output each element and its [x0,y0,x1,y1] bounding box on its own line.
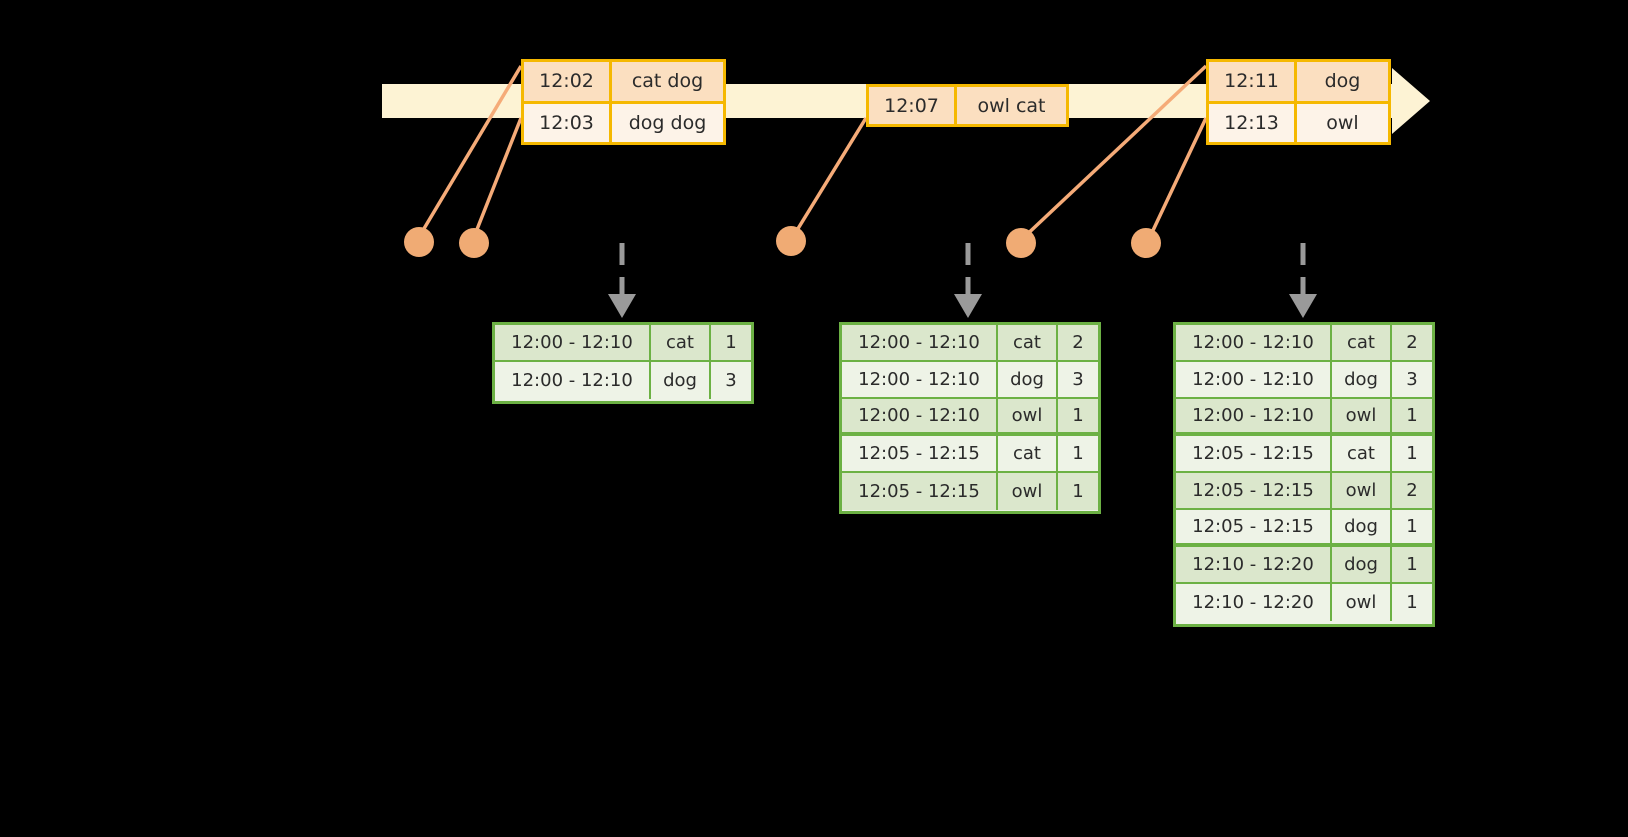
table-row[interactable]: 12:10 - 12:20 owl 1 [1176,584,1432,621]
connector-dot [459,228,489,258]
event-time: 12:13 [1209,103,1297,142]
window-cell: 12:00 - 12:10 [1176,362,1332,397]
result-table-2[interactable]: 12:00 - 12:10 cat 2 12:00 - 12:10 dog 3 … [839,322,1101,514]
count-cell: 1 [1058,436,1098,471]
word-cell: owl [1332,399,1392,432]
event-row[interactable]: 12:07 owl cat [869,87,1066,124]
count-cell: 2 [1392,325,1432,360]
window-cell: 12:00 - 12:10 [1176,325,1332,360]
word-cell: dog [998,362,1058,397]
count-cell: 2 [1058,325,1098,360]
window-cell: 12:10 - 12:20 [1176,584,1332,621]
count-cell: 1 [1392,510,1432,543]
table-row[interactable]: 12:05 - 12:15 cat 1 [1176,436,1432,473]
table-row[interactable]: 12:05 - 12:15 dog 1 [1176,510,1432,547]
event-time: 12:03 [524,103,612,142]
table-row[interactable]: 12:00 - 12:10 dog 3 [495,362,751,399]
table-row[interactable]: 12:05 - 12:15 cat 1 [842,436,1098,473]
word-cell: cat [998,325,1058,360]
word-cell: owl [998,399,1058,432]
event-row[interactable]: 12:02 cat dog [524,62,723,101]
word-cell: cat [1332,436,1392,471]
window-cell: 12:10 - 12:20 [1176,547,1332,582]
count-cell: 1 [711,325,751,360]
window-cell: 12:05 - 12:15 [1176,510,1332,543]
word-cell: dog [651,362,711,399]
event-time: 12:11 [1209,62,1297,101]
count-cell: 1 [1058,473,1098,510]
table-row[interactable]: 12:00 - 12:10 owl 1 [1176,399,1432,436]
word-cell: dog [1332,547,1392,582]
event-time: 12:02 [524,62,612,101]
connector-dot [1006,228,1036,258]
window-cell: 12:00 - 12:10 [495,362,651,399]
table-row[interactable]: 12:05 - 12:15 owl 2 [1176,473,1432,510]
event-words: cat dog [612,62,723,101]
connector-dot [776,226,806,256]
event-row[interactable]: 12:13 owl [1209,100,1388,142]
event-row[interactable]: 12:03 dog dog [524,100,723,142]
event-group-3[interactable]: 12:11 dog 12:13 owl [1206,59,1391,145]
window-cell: 12:00 - 12:10 [842,399,998,432]
table-row[interactable]: 12:00 - 12:10 cat 1 [495,325,751,362]
emit-arrows [619,243,1306,297]
window-cell: 12:00 - 12:10 [842,325,998,360]
count-cell: 3 [711,362,751,399]
window-cell: 12:05 - 12:15 [1176,473,1332,508]
event-row[interactable]: 12:11 dog [1209,62,1388,101]
window-cell: 12:00 - 12:10 [842,362,998,397]
table-row[interactable]: 12:00 - 12:10 cat 2 [1176,325,1432,362]
word-cell: cat [998,436,1058,471]
window-cell: 12:00 - 12:10 [1176,399,1332,432]
count-cell: 1 [1392,584,1432,621]
window-cell: 12:00 - 12:10 [495,325,651,360]
event-words: owl cat [957,87,1066,124]
table-row[interactable]: 12:10 - 12:20 dog 1 [1176,547,1432,584]
table-row[interactable]: 12:05 - 12:15 owl 1 [842,473,1098,510]
emit-arrowheads [608,294,1317,318]
count-cell: 1 [1392,399,1432,432]
word-cell: dog [1332,362,1392,397]
result-table-3[interactable]: 12:00 - 12:10 cat 2 12:00 - 12:10 dog 3 … [1173,322,1435,627]
table-row[interactable]: 12:00 - 12:10 dog 3 [1176,362,1432,399]
connector-dot [1131,228,1161,258]
event-words: dog dog [612,103,723,142]
count-cell: 1 [1392,547,1432,582]
count-cell: 1 [1058,399,1098,432]
table-row[interactable]: 12:00 - 12:10 owl 1 [842,399,1098,436]
word-cell: dog [1332,510,1392,543]
table-row[interactable]: 12:00 - 12:10 dog 3 [842,362,1098,399]
result-table-1[interactable]: 12:00 - 12:10 cat 1 12:00 - 12:10 dog 3 [492,322,754,404]
window-cell: 12:05 - 12:15 [842,436,998,471]
event-group-1[interactable]: 12:02 cat dog 12:03 dog dog [521,59,726,145]
count-cell: 3 [1392,362,1432,397]
event-group-2[interactable]: 12:07 owl cat [866,84,1069,127]
word-cell: owl [998,473,1058,510]
table-row[interactable]: 12:00 - 12:10 cat 2 [842,325,1098,362]
event-words: dog [1297,62,1388,101]
count-cell: 3 [1058,362,1098,397]
word-cell: owl [1332,473,1392,508]
window-cell: 12:05 - 12:15 [1176,436,1332,471]
connector-dots [404,226,1161,258]
connector-dot [404,227,434,257]
word-cell: cat [1332,325,1392,360]
word-cell: owl [1332,584,1392,621]
word-cell: cat [651,325,711,360]
window-cell: 12:05 - 12:15 [842,473,998,510]
count-cell: 2 [1392,473,1432,508]
event-time: 12:07 [869,87,957,124]
event-words: owl [1297,103,1388,142]
count-cell: 1 [1392,436,1432,471]
